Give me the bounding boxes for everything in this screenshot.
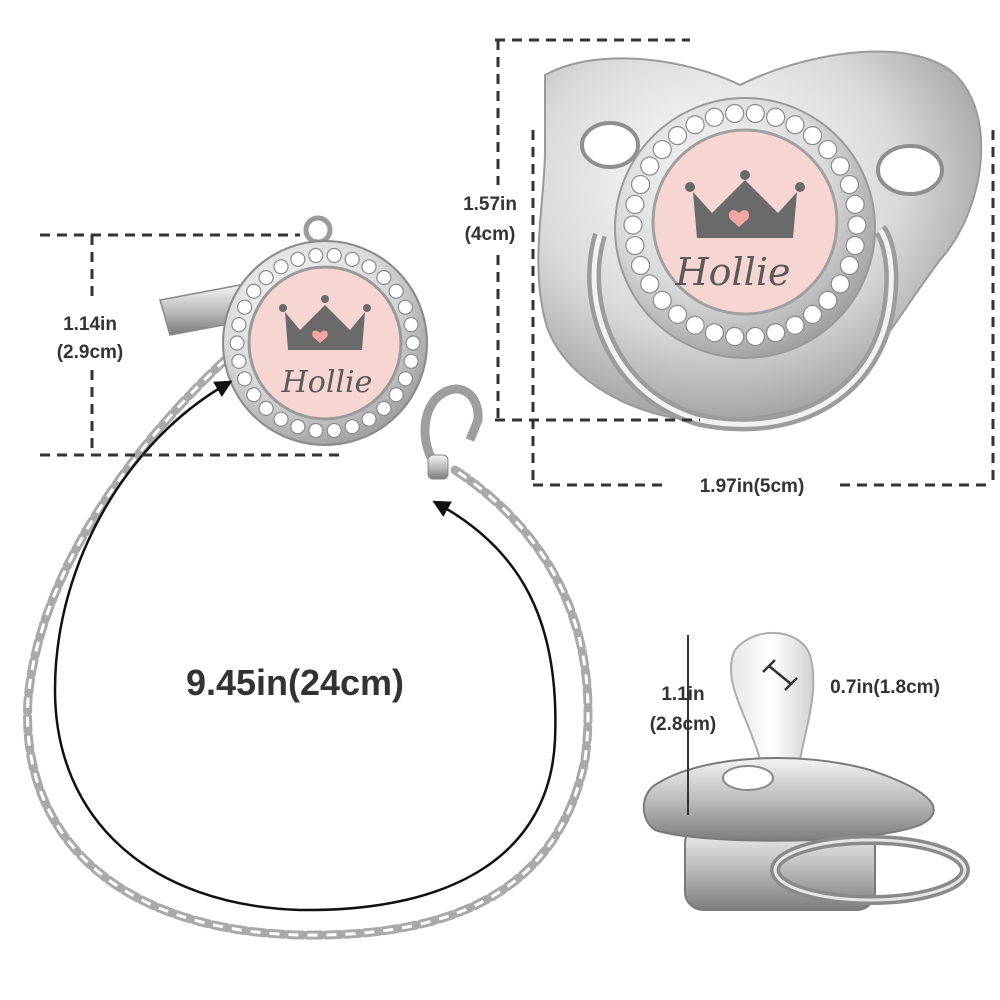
crown-icon xyxy=(279,295,371,350)
rhinestone xyxy=(273,411,289,427)
crown-icon xyxy=(685,170,805,238)
rhinestone xyxy=(830,274,850,294)
rhinestone xyxy=(237,299,253,315)
rhinestone xyxy=(766,107,786,127)
clip-height-in: 1.14in xyxy=(63,314,117,335)
rhinestone xyxy=(847,215,867,235)
pacifier-side xyxy=(642,631,970,911)
front-name-engraving: Hollie xyxy=(675,250,791,294)
rhinestone xyxy=(376,400,392,416)
rhinestone xyxy=(785,115,805,135)
vent-hole-right xyxy=(876,144,944,196)
side-height-in: 1.1in xyxy=(661,684,704,705)
chain-length-arrow xyxy=(53,380,557,912)
nipple-width-marker xyxy=(762,659,798,691)
vent-hole-left xyxy=(580,121,640,169)
rhinestone xyxy=(667,304,688,324)
rhinestone xyxy=(231,353,247,369)
rhinestone xyxy=(403,317,419,333)
rhinestone xyxy=(361,259,377,275)
side-shield xyxy=(642,757,935,842)
rhinestone xyxy=(818,139,838,160)
rhinestone xyxy=(397,371,413,387)
clip-name-engraving: Hollie xyxy=(281,365,373,400)
rhinestone xyxy=(231,317,247,333)
rhinestone xyxy=(308,247,324,264)
rhinestone xyxy=(845,194,865,215)
side-height-cm: (2.8cm) xyxy=(650,714,717,735)
nipple-width-label: 0.7in(1.8cm) xyxy=(830,677,940,698)
rhinestone xyxy=(685,115,705,135)
clip-height-dimension xyxy=(40,233,345,457)
rhinestone xyxy=(625,235,645,256)
rhinestone xyxy=(640,156,660,176)
rhinestone xyxy=(290,419,306,435)
rhinestone xyxy=(388,283,404,299)
shield-height-cm: (4cm) xyxy=(465,224,516,245)
rhinestone xyxy=(405,335,421,351)
shield-width-dimension xyxy=(531,130,995,487)
rhinestone xyxy=(685,315,705,335)
rhinestone xyxy=(839,174,860,195)
rhinestone xyxy=(273,259,289,275)
rhinestone xyxy=(725,103,745,124)
rhinestone xyxy=(258,400,274,416)
rhinestone xyxy=(388,387,404,403)
rhinestone xyxy=(818,290,838,311)
rhinestone xyxy=(839,255,860,276)
rhinestone xyxy=(376,270,392,286)
rhinestone xyxy=(344,251,360,267)
lobster-clasp xyxy=(420,384,483,480)
rhinestone xyxy=(326,422,342,439)
rhinestone xyxy=(802,304,823,324)
rhinestone xyxy=(802,126,823,146)
rhinestone xyxy=(623,215,643,235)
rhinestone xyxy=(237,371,253,387)
rhinestone xyxy=(640,274,660,294)
rhinestone xyxy=(397,299,413,315)
rhinestone xyxy=(704,107,724,127)
clip-height-cm: (2.9cm) xyxy=(57,342,124,363)
shield-height-in: 1.57in xyxy=(463,194,517,215)
rhinestone xyxy=(745,326,765,347)
rhinestone xyxy=(229,335,245,351)
rhinestone xyxy=(403,353,419,369)
rhinestone xyxy=(830,156,850,176)
rhinestone xyxy=(725,326,745,347)
pacifier-front: Hollie xyxy=(537,50,983,432)
rhinestone xyxy=(246,387,262,403)
rhinestone xyxy=(258,270,274,286)
clip-loop xyxy=(303,215,333,245)
rhinestone xyxy=(290,251,306,267)
shield-height-dimension xyxy=(495,38,700,422)
rhinestone xyxy=(745,103,765,124)
rhinestone-ring xyxy=(623,103,867,347)
rhinestone xyxy=(667,126,688,146)
rhinestone xyxy=(361,411,377,427)
rhinestone xyxy=(845,235,865,256)
rhinestone xyxy=(344,419,360,435)
rhinestone xyxy=(625,194,645,215)
chain-length-label: 9.45in(24cm) xyxy=(186,662,404,703)
rhinestone xyxy=(652,290,672,311)
shield-width-label: 1.97in(5cm) xyxy=(700,476,805,497)
chain xyxy=(23,355,593,940)
rhinestone xyxy=(630,255,651,276)
rhinestone xyxy=(652,139,672,160)
rhinestone xyxy=(766,323,786,343)
clip-badge: Hollie xyxy=(222,240,428,446)
rhinestone xyxy=(326,247,342,264)
rhinestone xyxy=(308,422,324,439)
rhinestone xyxy=(246,283,262,299)
rhinestone xyxy=(630,174,651,195)
rhinestone xyxy=(704,323,724,343)
rhinestone xyxy=(785,315,805,335)
